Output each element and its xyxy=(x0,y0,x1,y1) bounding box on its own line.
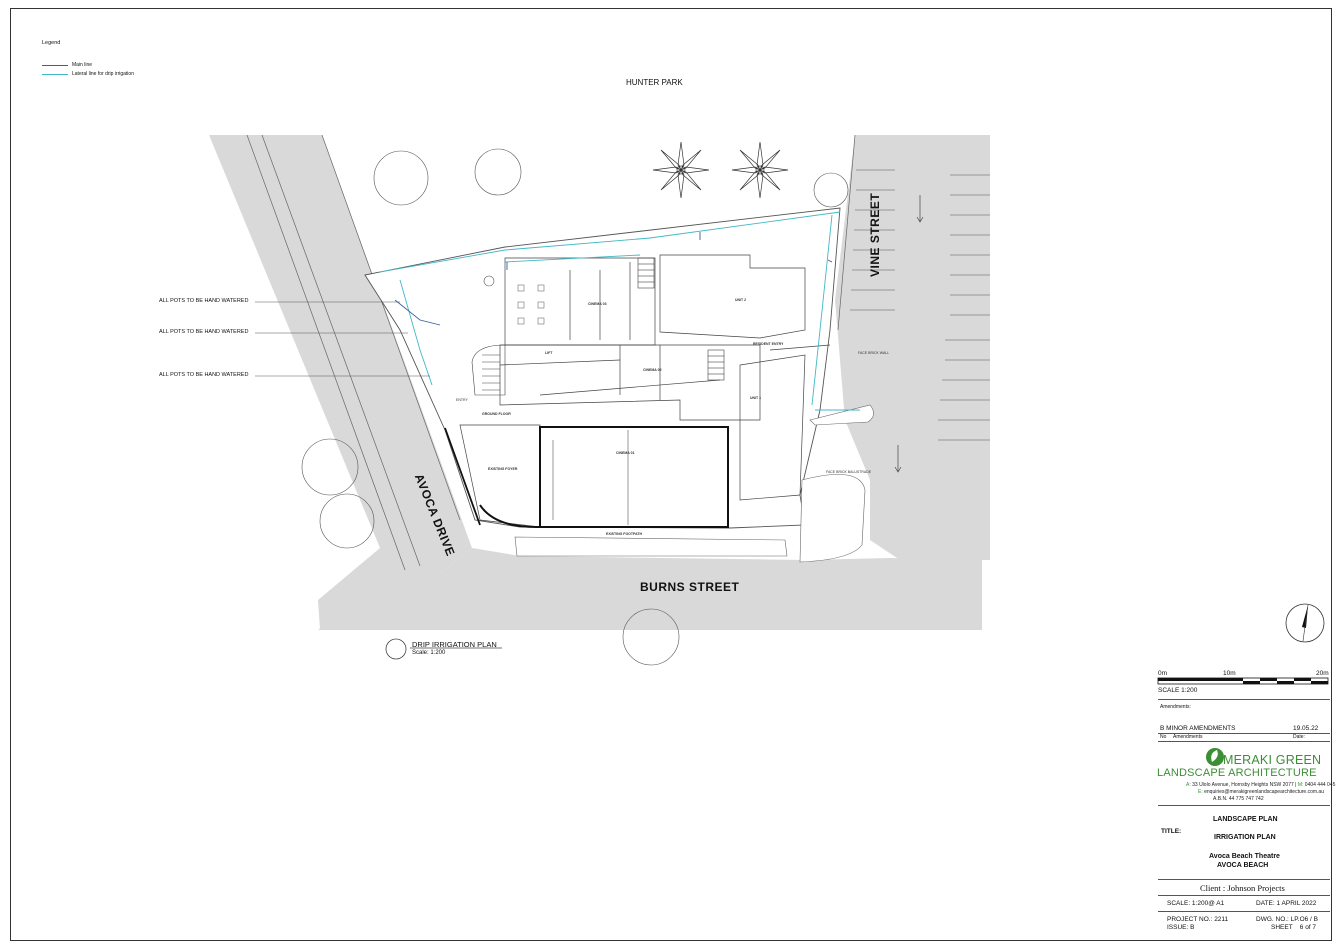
scale-bar xyxy=(1157,677,1329,685)
tree-canopy xyxy=(301,438,359,496)
drawing-scale: SCALE: 1:200@ A1 xyxy=(1167,900,1225,907)
title-block: Amendments: B MINOR AMENDMENTS 19.05.22 … xyxy=(1155,669,1336,937)
legend-label: Main line xyxy=(72,62,93,68)
tree-canopy xyxy=(813,172,849,208)
company-address: A: 33 Ulolo Avenue, Hornsby Heights NSW … xyxy=(1186,782,1336,788)
entry-label: ENTRY xyxy=(456,398,468,402)
legend-label: Lateral line for drip irrigation xyxy=(72,71,134,77)
legend: Legend Main line Lateral line for drip i… xyxy=(42,40,134,80)
parking-bays xyxy=(850,169,990,441)
title-line-2: IRRIGATION PLAN xyxy=(1214,834,1276,841)
project-name: Avoca Beach Theatre xyxy=(1209,853,1280,860)
amendments-heading: Amendments: xyxy=(1160,704,1191,710)
burns-street-road xyxy=(318,548,982,630)
kerb-curve xyxy=(799,474,866,563)
company-abn: A.B.N. 44 775 747 742 xyxy=(1213,796,1264,802)
amendment-date: 19.05.22 xyxy=(1293,725,1319,732)
drawing-number: DWG. NO.: LP.O6 / B xyxy=(1256,916,1319,923)
company-name-line2: LANDSCAPE ARCHITECTURE xyxy=(1157,767,1317,779)
vine-street-road xyxy=(835,135,990,560)
tree-canopy xyxy=(474,148,522,196)
amend-col-amendments: Amendments xyxy=(1173,734,1203,740)
tables xyxy=(517,284,545,325)
lateral-line-swatch xyxy=(42,73,68,75)
client-name: Client : Johnson Projects xyxy=(1200,883,1285,893)
cinema-03-label: CINEMA 03 xyxy=(588,302,607,306)
vine-street-label: VINE STREET xyxy=(868,192,882,277)
ground-floor-label: GROUND FLOOR xyxy=(482,412,511,416)
cinema-02-label: CINEMA 02 xyxy=(643,368,662,372)
sheet-number: SHEET 6 of 7 xyxy=(1271,924,1317,931)
hunter-park-label: HUNTER PARK xyxy=(626,78,683,87)
north-arrow xyxy=(1285,603,1325,643)
resident-entry-label: RESIDENT ENTRY xyxy=(753,342,784,346)
burns-street-label: BURNS STREET xyxy=(640,580,740,594)
avoca-drive-road xyxy=(209,135,472,630)
legend-title: Legend xyxy=(42,40,61,46)
drawing-date: DATE: 1 APRIL 2022 xyxy=(1256,900,1317,907)
stair xyxy=(471,257,725,396)
face-brick-balustrade-label: FACE BRICK BALUSTRADE xyxy=(826,470,872,474)
face-brick-wall-label: FACE BRICK WALL xyxy=(858,351,890,355)
title-label: TITLE: xyxy=(1161,828,1182,835)
issue: ISSUE: B xyxy=(1167,924,1195,931)
note-leaders xyxy=(255,301,430,377)
cinema-01-label: CINEMA 01 xyxy=(616,451,635,455)
existing-footpath xyxy=(514,536,788,557)
existing-foyer-label: EXISTING FOYER xyxy=(488,467,518,471)
drawing-sheet-border xyxy=(10,8,1332,941)
legend-item-lateral-line: Lateral line for drip irrigation xyxy=(42,71,134,77)
tree-canopy xyxy=(319,493,375,549)
title-line-1: LANDSCAPE PLAN xyxy=(1213,816,1278,823)
irrigation-lateral-lines xyxy=(379,211,860,411)
company-email: E: enquiries@merakigreenlandscapearchite… xyxy=(1198,789,1324,795)
roads xyxy=(209,135,990,630)
building xyxy=(459,254,831,528)
hand-water-note: ALL POTS TO BE HAND WATERED xyxy=(159,329,249,335)
scale-tick-10m: 10m xyxy=(1223,670,1236,677)
hand-water-note: ALL POTS TO BE HAND WATERED xyxy=(159,372,249,378)
project-place: AVOCA BEACH xyxy=(1217,862,1269,869)
amendment-text: B MINOR AMENDMENTS xyxy=(1160,725,1236,732)
amend-col-no: No xyxy=(1160,734,1167,740)
unit-1-label: UNIT 1 xyxy=(750,396,762,400)
main-line-swatch xyxy=(42,64,68,66)
plan-title-symbol xyxy=(385,638,407,660)
company-name-line1: MERAKI GREEN xyxy=(1223,753,1322,767)
plan-scale: Scale: 1:200 xyxy=(412,650,446,656)
existing-footpath-label: EXISTING FOOTPATH xyxy=(606,532,643,536)
trees xyxy=(301,148,849,666)
scale-bar-label: SCALE 1:200 xyxy=(1158,687,1198,694)
plan-title: DRIP IRRIGATION PLAN xyxy=(412,640,497,649)
tree-canopy xyxy=(622,608,680,666)
amend-col-date: Date: xyxy=(1293,734,1305,740)
lift-label: LIFT xyxy=(545,351,553,355)
project-number: PROJECT NO.: 2211 xyxy=(1167,916,1229,923)
tree-canopy xyxy=(373,150,429,206)
hand-water-note: ALL POTS TO BE HAND WATERED xyxy=(159,298,249,304)
tree-canopy xyxy=(483,275,495,287)
cinema-01-outline xyxy=(539,426,729,528)
irrigation-main-lines xyxy=(394,232,833,326)
scale-tick-20m: 20m xyxy=(1316,670,1329,677)
unit-2-label: UNIT 2 xyxy=(735,298,747,302)
legend-item-main-line: Main line xyxy=(42,62,134,68)
scale-tick-0m: 0m xyxy=(1158,670,1168,677)
meraki-logo xyxy=(1206,748,1224,766)
palm-trees xyxy=(652,141,789,199)
